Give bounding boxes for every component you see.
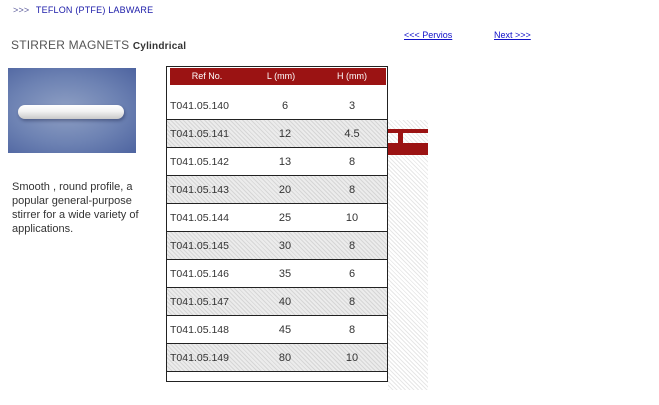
cell-height: 3: [348, 99, 356, 112]
cell-height: 8: [348, 155, 356, 168]
column-header-length: L (mm): [266, 71, 296, 81]
cell-ref: T041.05.144: [170, 211, 229, 224]
decorative-bar-stem: [398, 129, 403, 153]
cell-height: 8: [348, 323, 356, 336]
table-row: T041.05.141 12 4.5: [167, 120, 387, 148]
cell-ref: T041.05.149: [170, 351, 229, 364]
cell-height: 10: [345, 211, 359, 224]
table-row: T041.05.149 80 10: [167, 344, 387, 372]
column-header-height: H (mm): [337, 71, 367, 81]
page-title: STIRRER MAGNETS Cylindrical: [11, 38, 186, 52]
cell-height: 4.5: [344, 127, 360, 140]
breadcrumb-label[interactable]: TEFLON (PTFE) LABWARE: [35, 5, 154, 15]
page-title-main: STIRRER MAGNETS: [11, 38, 130, 52]
next-link[interactable]: Next >>>: [494, 30, 531, 40]
breadcrumb: >>> TEFLON (PTFE) LABWARE: [13, 5, 153, 15]
table-header: Ref No. L (mm) H (mm): [170, 68, 386, 85]
table-row: T041.05.147 40 8: [167, 288, 387, 316]
cell-height: 8: [348, 239, 356, 252]
column-header-ref: Ref No.: [191, 71, 223, 81]
table-row: T041.05.148 45 8: [167, 316, 387, 344]
cell-height: 6: [348, 267, 356, 280]
cell-ref: T041.05.143: [170, 183, 229, 196]
cell-ref: T041.05.145: [170, 239, 229, 252]
table-row: T041.05.144 25 10: [167, 204, 387, 232]
previous-link[interactable]: <<< Pervios: [404, 30, 453, 40]
cell-length: 30: [278, 239, 292, 252]
product-table: Ref No. L (mm) H (mm) T041.05.140 6 3 T0…: [166, 66, 388, 382]
table-row: T041.05.140 6 3: [167, 92, 387, 120]
product-image: [8, 68, 136, 153]
cell-ref: T041.05.140: [170, 99, 229, 112]
cell-height: 8: [348, 295, 356, 308]
cell-ref: T041.05.147: [170, 295, 229, 308]
cell-ref: T041.05.142: [170, 155, 229, 168]
table-row: T041.05.145 30 8: [167, 232, 387, 260]
cell-ref: T041.05.146: [170, 267, 229, 280]
page-title-sub: Cylindrical: [132, 41, 187, 52]
cell-height: 10: [345, 351, 359, 364]
cell-length: 35: [278, 267, 292, 280]
cell-ref: T041.05.141: [170, 127, 229, 140]
cell-length: 80: [278, 351, 292, 364]
table-row: T041.05.146 35 6: [167, 260, 387, 288]
cell-length: 45: [278, 323, 292, 336]
table-row: T041.05.143 20 8: [167, 176, 387, 204]
cell-length: 20: [278, 183, 292, 196]
cell-length: 12: [278, 127, 292, 140]
cell-length: 13: [278, 155, 292, 168]
cell-length: 40: [278, 295, 292, 308]
cell-height: 8: [348, 183, 356, 196]
cell-length: 6: [281, 99, 289, 112]
table-row: T041.05.142 13 8: [167, 148, 387, 176]
cell-length: 25: [278, 211, 292, 224]
cell-ref: T041.05.148: [170, 323, 229, 336]
decorative-pattern: [388, 120, 428, 390]
product-description: Smooth , round profile, a popular genera…: [12, 181, 139, 235]
decorative-bar-top: [388, 129, 428, 133]
breadcrumb-arrows: >>>: [13, 5, 30, 15]
stirrer-magnet-image: [18, 105, 124, 119]
